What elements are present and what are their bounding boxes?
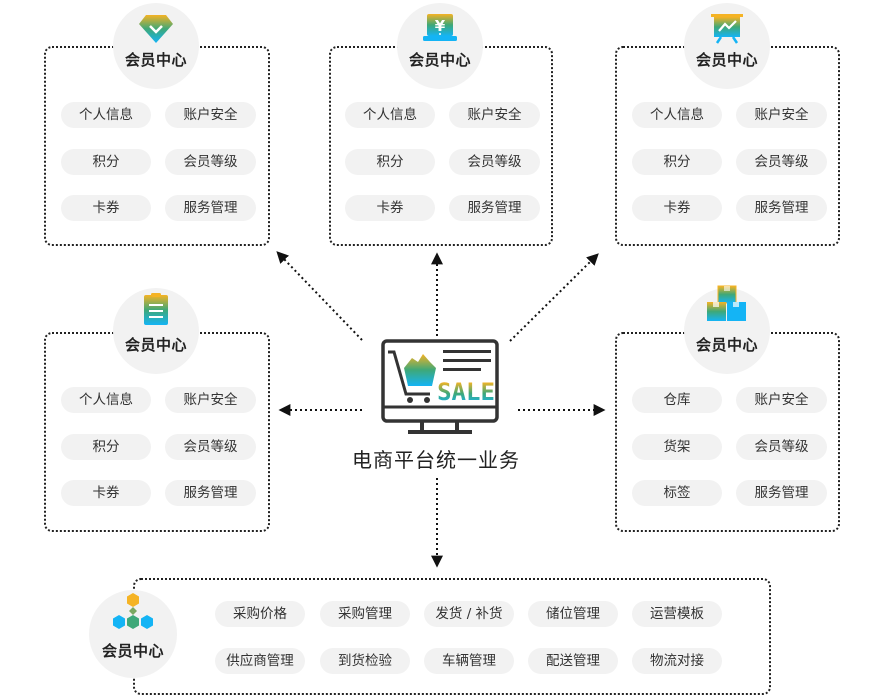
item-chip[interactable]: 个人信息 bbox=[632, 102, 722, 128]
item-chip[interactable]: 积分 bbox=[61, 434, 151, 460]
yen-laptop-icon: ¥ bbox=[423, 14, 457, 41]
item-chip[interactable]: 会员等级 bbox=[736, 434, 827, 460]
item-chip[interactable]: 卡券 bbox=[61, 195, 151, 221]
item-chip[interactable]: 供应商管理 bbox=[215, 648, 305, 674]
item-chip[interactable]: 卡券 bbox=[345, 195, 435, 221]
item-chip[interactable]: 账户安全 bbox=[736, 387, 827, 413]
item-chip[interactable]: 物流对接 bbox=[632, 648, 722, 674]
item-chip[interactable]: 仓库 bbox=[632, 387, 722, 413]
module-panel-bottom bbox=[133, 578, 771, 695]
item-chip[interactable]: 配送管理 bbox=[528, 648, 618, 674]
item-chip[interactable]: 服务管理 bbox=[736, 195, 827, 221]
presentation-chart-icon bbox=[711, 14, 743, 44]
item-chip[interactable]: 会员等级 bbox=[165, 149, 256, 175]
item-chip[interactable]: 个人信息 bbox=[345, 102, 435, 128]
item-chip[interactable]: 会员等级 bbox=[449, 149, 540, 175]
item-chip[interactable]: 货架 bbox=[632, 434, 722, 460]
module-badge-top-left: 会员中心 bbox=[113, 3, 199, 89]
arrow-to-top-left bbox=[276, 251, 363, 341]
item-chip[interactable]: 个人信息 bbox=[61, 102, 151, 128]
item-chip[interactable]: 会员等级 bbox=[165, 434, 256, 460]
sale-monitor-cart-icon: SALE bbox=[381, 339, 499, 434]
hexagon-network-icon bbox=[113, 593, 153, 629]
diamond-icon bbox=[139, 15, 173, 43]
module-title: 会员中心 bbox=[124, 51, 187, 69]
module-badge-middle-left: 会员中心 bbox=[113, 288, 199, 374]
sale-text: SALE bbox=[437, 378, 495, 406]
item-chip[interactable]: 到货检验 bbox=[320, 648, 410, 674]
item-chip[interactable]: 服务管理 bbox=[736, 480, 827, 506]
module-title: 会员中心 bbox=[695, 51, 758, 69]
svg-text:¥: ¥ bbox=[435, 17, 446, 35]
item-chip[interactable]: 卡券 bbox=[632, 195, 722, 221]
module-title: 会员中心 bbox=[124, 336, 187, 354]
module-title: 会员中心 bbox=[408, 51, 471, 69]
module-badge-top-center: ¥ 会员中心 bbox=[397, 3, 483, 89]
module-title: 会员中心 bbox=[695, 336, 758, 354]
item-chip[interactable]: 标签 bbox=[632, 480, 722, 506]
item-chip[interactable]: 运营模板 bbox=[632, 601, 722, 627]
item-chip[interactable]: 账户安全 bbox=[736, 102, 827, 128]
item-chip[interactable]: 账户安全 bbox=[165, 387, 256, 413]
item-chip[interactable]: 积分 bbox=[632, 149, 722, 175]
module-badge-middle-right: 会员中心 bbox=[684, 285, 770, 374]
item-chip[interactable]: 服务管理 bbox=[165, 195, 256, 221]
item-chip[interactable]: 服务管理 bbox=[449, 195, 540, 221]
center-label: 电商平台统一业务 bbox=[352, 448, 520, 472]
item-chip[interactable]: 会员等级 bbox=[736, 149, 827, 175]
item-chip[interactable]: 账户安全 bbox=[165, 102, 256, 128]
module-badge-top-right: 会员中心 bbox=[684, 3, 770, 89]
item-chip[interactable]: 车辆管理 bbox=[424, 648, 514, 674]
item-chip[interactable]: 积分 bbox=[345, 149, 435, 175]
module-badge-bottom: 会员中心 bbox=[89, 590, 177, 678]
module-title: 会员中心 bbox=[101, 642, 164, 660]
boxes-icon bbox=[707, 285, 746, 321]
item-chip[interactable]: 发货 / 补货 bbox=[424, 601, 514, 627]
clipboard-icon bbox=[144, 293, 168, 325]
item-chip[interactable]: 账户安全 bbox=[449, 102, 540, 128]
item-chip[interactable]: 服务管理 bbox=[165, 480, 256, 506]
arrow-to-top-right bbox=[509, 253, 599, 342]
item-chip[interactable]: 储位管理 bbox=[528, 601, 618, 627]
item-chip[interactable]: 积分 bbox=[61, 149, 151, 175]
item-chip[interactable]: 个人信息 bbox=[61, 387, 151, 413]
item-chip[interactable]: 卡券 bbox=[61, 480, 151, 506]
item-chip[interactable]: 采购价格 bbox=[215, 601, 305, 627]
item-chip[interactable]: 采购管理 bbox=[320, 601, 410, 627]
